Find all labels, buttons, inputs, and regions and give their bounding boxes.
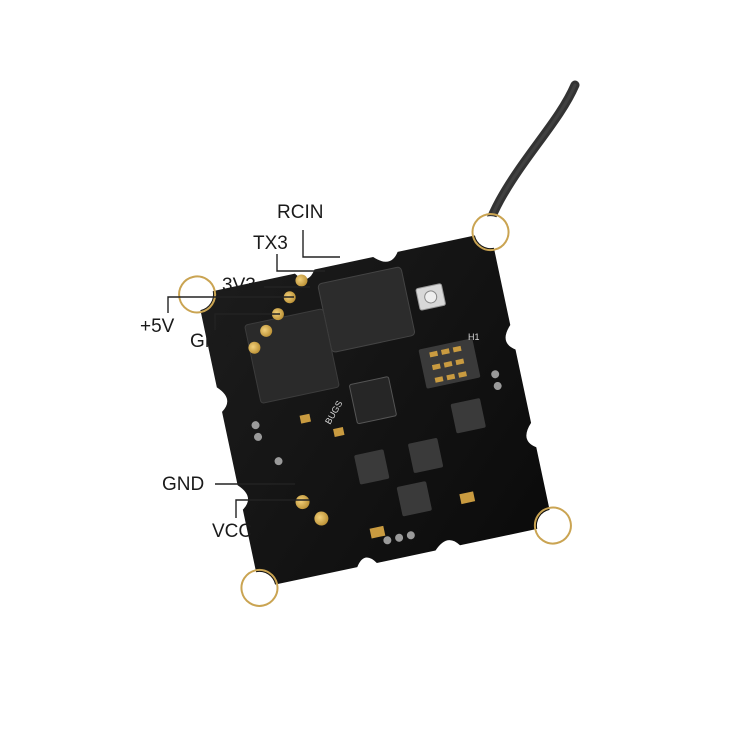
- mcu-chip: [349, 376, 397, 425]
- power-pads: [295, 495, 329, 526]
- pin-label-3v3: 3V3: [222, 275, 256, 296]
- tx3-leader: [276, 254, 325, 272]
- rcin-leader: [302, 230, 340, 258]
- pin-label-plus5v: +5V: [140, 316, 175, 337]
- pin-label-gnd-bottom: GND: [162, 474, 205, 495]
- pin-label-tx3: TX3: [253, 233, 288, 254]
- pin-label-gnd-top: GND: [190, 331, 233, 352]
- pcb-board: [178, 213, 572, 607]
- pin-label-rcin: RCIN: [277, 202, 324, 223]
- osd-chip: [244, 308, 340, 404]
- vcc-leader: [235, 499, 310, 518]
- gnd-top-leader: [214, 313, 280, 330]
- antenna-silkscreen: H1: [468, 332, 480, 342]
- pin-label-vcc: VCC: [212, 521, 253, 542]
- 5v-leader: [167, 296, 294, 313]
